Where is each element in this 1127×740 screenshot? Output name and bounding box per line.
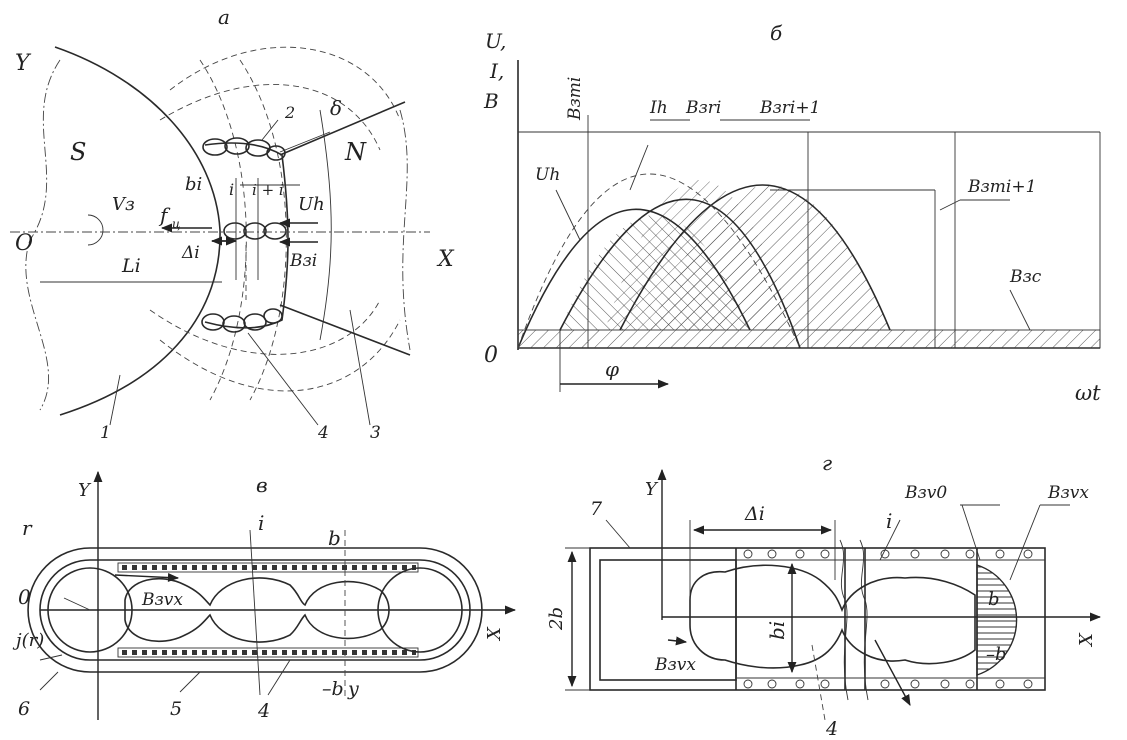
coils-bottom-g xyxy=(743,679,1033,689)
label-b-Bzmi: Bзmi xyxy=(565,77,585,121)
label-a-bi: bi xyxy=(185,174,202,195)
label-a-1: 1 xyxy=(100,423,111,443)
curve-uh xyxy=(517,208,751,349)
label-g-2b: 2b xyxy=(546,607,567,631)
label-a-fu: f xyxy=(158,203,171,227)
label-b-U: U, xyxy=(485,29,506,53)
label-a-4: 4 xyxy=(317,423,329,443)
label-a-Uh: Uh xyxy=(298,194,325,215)
label-g-Bzvx: Bзvx xyxy=(1047,483,1089,503)
label-b-wt: ωt xyxy=(1075,381,1101,405)
label-a-Li: Li xyxy=(121,255,141,277)
curve-bzri xyxy=(559,198,801,349)
label-b-Bzri1: Bзri+1 xyxy=(759,98,820,118)
panel-b-title: б xyxy=(770,21,783,45)
label-b-Bzmi1: Bзmi+1 xyxy=(967,177,1036,197)
label-g-mb: –b xyxy=(986,644,1007,665)
label-a-S: S xyxy=(70,138,86,166)
label-b-I: I, xyxy=(489,59,504,83)
panel-g: г Y 7 Δi Bзv0 Bзvx i b 2b bi Bзvx –b X 4 xyxy=(546,451,1102,740)
panel-g-title: г xyxy=(822,451,832,475)
label-v-y: y xyxy=(347,678,359,700)
label-g-b: b xyxy=(988,589,1000,610)
label-v-6: 6 xyxy=(18,698,30,720)
panel-a-title: а xyxy=(218,5,230,29)
frame-outer xyxy=(589,547,1046,691)
label-v-X: X xyxy=(484,626,505,642)
coils-top-g xyxy=(743,549,1033,559)
label-a-X: X xyxy=(436,247,455,272)
label-b-B: B xyxy=(483,89,499,113)
label-b-Uh: Uh xyxy=(535,165,560,185)
label-g-i: i xyxy=(886,509,892,533)
label-b-phi: φ xyxy=(605,357,619,381)
label-b-Bzri: Bзri xyxy=(685,98,721,118)
panel-v: в Y r 0 j(r) Bзvx i b X –b y 6 5 4 xyxy=(12,470,517,722)
label-g-Bzvx2: Bзvx xyxy=(654,655,696,675)
label-g-4: 4 xyxy=(825,718,838,740)
track-outer xyxy=(27,547,483,673)
label-g-bi: bi xyxy=(765,621,789,640)
label-a-2: 2 xyxy=(284,103,295,122)
label-a-3: 3 xyxy=(370,423,381,443)
pole-n xyxy=(279,101,411,356)
lobe-3 xyxy=(650,185,890,330)
label-g-Bzv0: Bзv0 xyxy=(904,483,947,503)
label-g-7: 7 xyxy=(590,498,603,520)
baseline-strip xyxy=(517,329,1101,349)
panel-a: а Y S N δ 2 bi i i + i Vз f ц Uh O Δi Bз… xyxy=(10,5,455,443)
label-v-mb: –b xyxy=(322,678,344,700)
label-g-X: X xyxy=(1076,632,1097,648)
panel-b: б U, I, B Bзmi Ih Bзri Bзri+1 Uh Bзmi+1 … xyxy=(483,21,1101,405)
circle-right xyxy=(377,567,463,653)
pole-s-arc xyxy=(54,46,221,416)
charge-cloud-v xyxy=(124,577,390,643)
curve-bzri1 xyxy=(619,184,891,331)
coils-top xyxy=(202,137,286,161)
label-g-Y: Y xyxy=(645,479,659,500)
label-a-fu-sub: ц xyxy=(172,217,180,231)
label-a-i1: i + i xyxy=(252,181,284,199)
label-g-Di: Δi xyxy=(744,503,765,525)
label-a-Vz: Vз xyxy=(112,194,135,215)
label-v-O: 0 xyxy=(18,585,31,609)
coils-middle xyxy=(223,222,287,240)
label-v-Y: Y xyxy=(78,480,92,501)
label-a-Bzi: Bзi xyxy=(289,251,317,271)
curve-ih xyxy=(517,173,801,349)
label-a-N: N xyxy=(344,138,367,166)
label-v-r: r xyxy=(22,516,33,540)
label-v-i: i xyxy=(258,511,264,535)
bzvx-hatched xyxy=(976,564,1018,676)
label-v-jr: j(r) xyxy=(12,630,44,651)
label-v-4: 4 xyxy=(257,700,270,722)
label-v-5: 5 xyxy=(170,698,182,720)
label-b-O: 0 xyxy=(484,343,498,368)
label-a-Di: Δi xyxy=(181,243,200,263)
label-a-O: O xyxy=(15,231,33,256)
label-a-Y: Y xyxy=(15,51,32,76)
label-v-b: b xyxy=(328,526,341,550)
label-b-Bzs: Bзс xyxy=(1009,267,1042,287)
circle-left xyxy=(47,567,133,653)
label-b-Ih: Ih xyxy=(649,98,668,118)
label-a-delta: δ xyxy=(330,96,342,120)
coils-bottom xyxy=(201,308,283,333)
label-a-i: i xyxy=(229,180,234,199)
label-v-Bzvx: Bзvx xyxy=(141,590,183,610)
panel-v-title: в xyxy=(256,473,268,497)
